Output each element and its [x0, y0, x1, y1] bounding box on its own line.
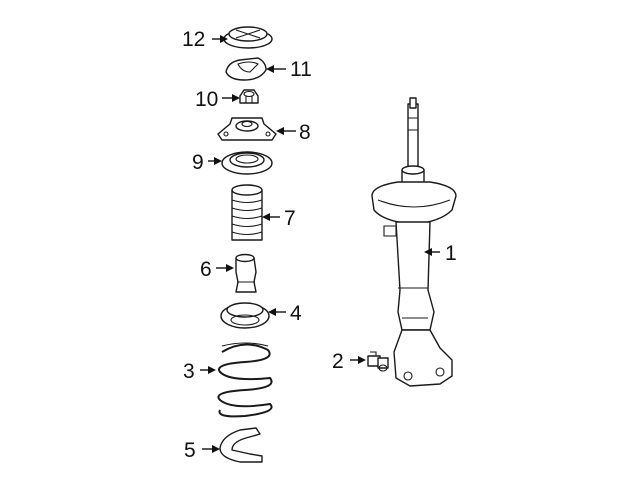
part-4-spring-seat[interactable] [220, 302, 270, 329]
part-9-bearing[interactable] [221, 151, 273, 175]
part-1-strut-assembly[interactable] [371, 97, 457, 387]
callout-7: 7 [284, 207, 296, 230]
part-6-bump-stop[interactable] [235, 253, 257, 293]
part-8-strut-mount[interactable] [217, 117, 277, 141]
part-2-bolt[interactable] [367, 351, 389, 372]
callout-9: 9 [192, 151, 204, 174]
callout-labels: 12 11 10 8 9 7 6 4 3 5 1 2 [182, 28, 457, 462]
callout-2: 2 [332, 350, 344, 373]
callout-8: 8 [299, 121, 311, 144]
callout-11: 11 [290, 58, 312, 81]
part-11-upper-cap[interactable] [225, 57, 267, 81]
callout-12: 12 [182, 28, 205, 51]
callout-6: 6 [200, 258, 212, 281]
part-12-mount-cover[interactable] [223, 26, 273, 49]
callout-1: 1 [445, 242, 457, 265]
callout-10: 10 [195, 88, 218, 111]
part-7-dust-boot[interactable] [231, 184, 263, 241]
callout-5: 5 [184, 439, 196, 462]
part-3-coil-spring[interactable] [217, 342, 273, 418]
part-10-nut[interactable] [239, 89, 259, 104]
callout-leaders [200, 35, 440, 453]
callout-4: 4 [290, 302, 302, 325]
callout-3: 3 [183, 360, 195, 383]
part-5-spring-pad[interactable] [219, 427, 263, 463]
